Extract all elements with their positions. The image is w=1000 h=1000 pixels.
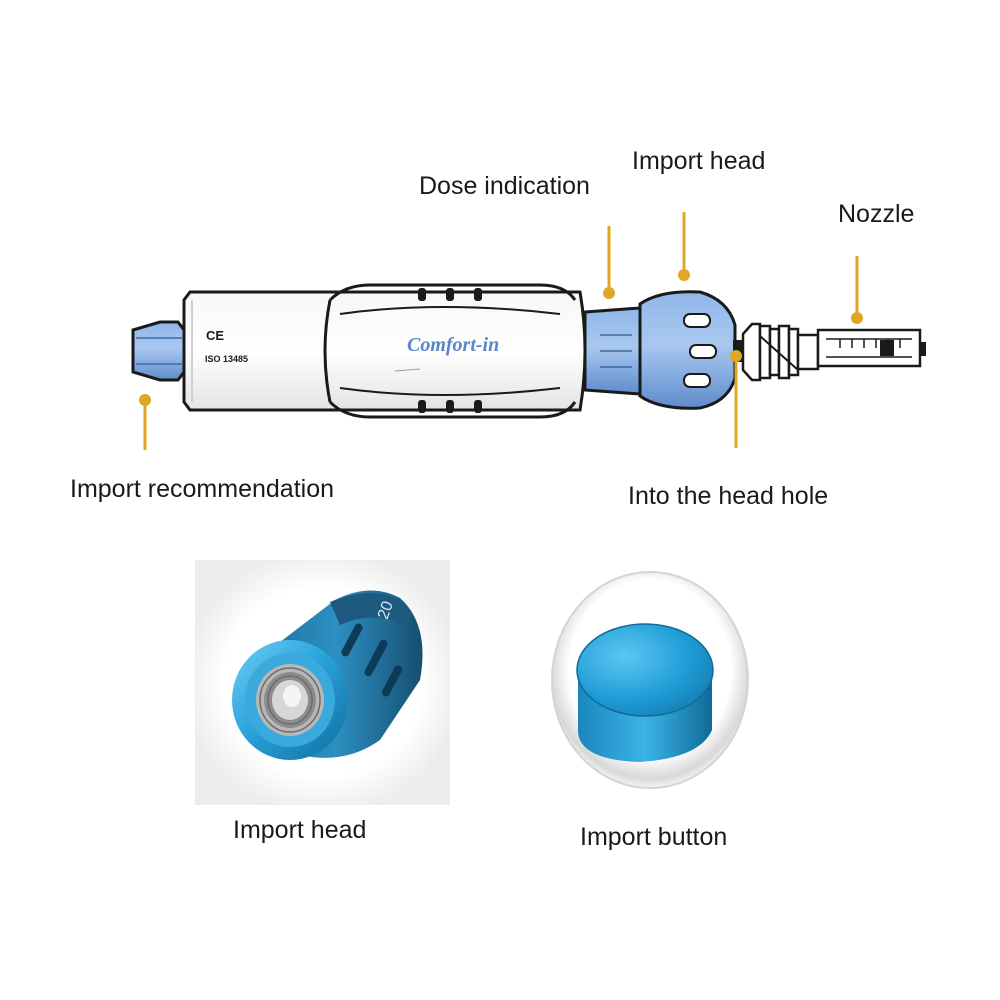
import-recommendation-button [131,320,186,382]
label-nozzle: Nozzle [838,200,915,228]
nozzle-part [741,322,926,382]
label-dose-indication: Dose indication [419,172,590,200]
pointer-into-head-hole [730,350,742,448]
pen-body: Comfort-in CE ISO 13485 [182,283,587,419]
iso-mark: ISO 13485 [205,354,248,364]
label-import-head-photo: Import head [233,816,367,844]
import-button-photo [551,571,749,789]
pointer-nozzle [851,256,863,324]
brand-logo-text: Comfort-in [407,334,499,356]
label-import-button-photo: Import button [580,823,728,851]
pointer-import-recommendation [139,394,151,450]
head-scale-numbers: 20 [375,599,397,622]
pointer-dose-indication [603,226,615,299]
import-head-photo: 20 [195,560,450,805]
label-import-head-top: Import head [632,147,766,175]
import-head [638,290,743,410]
pointer-import-head [678,212,690,281]
pen-illustration: Comfort-in CE ISO 13485 [131,212,926,450]
label-into-head-hole: Into the head hole [628,482,829,510]
label-import-recommendation: Import recommendation [70,475,335,503]
ce-mark: CE [206,328,224,343]
callout-pointers [139,212,863,450]
dose-indication-sleeve [583,306,642,396]
